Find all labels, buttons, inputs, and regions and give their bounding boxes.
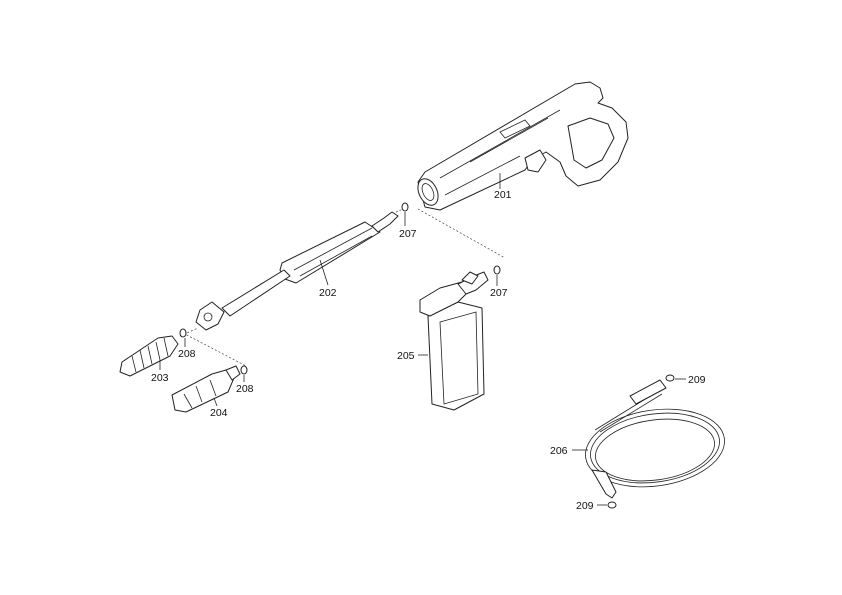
- label-208-lance: 208: [236, 383, 254, 395]
- label-208-nozzle: 208: [178, 348, 196, 360]
- label-203: 203: [151, 372, 169, 384]
- label-202: 202: [319, 287, 337, 299]
- adjustable-nozzle-part-204: [171, 365, 241, 413]
- hose-part-206: [572, 379, 725, 499]
- o-rings: [179, 202, 686, 509]
- detergent-bottle-part-205: [418, 271, 489, 411]
- label-205: 205: [397, 350, 415, 362]
- spray-gun-part-201: [417, 81, 629, 211]
- label-209-bottom: 209: [576, 500, 594, 512]
- label-209-top: 209: [688, 374, 706, 386]
- rotary-nozzle-part-203: [119, 335, 179, 377]
- label-207-bottle: 207: [490, 287, 508, 299]
- label-207-gun: 207: [399, 228, 417, 240]
- lance-part-202: [195, 211, 399, 331]
- label-204: 204: [210, 407, 228, 419]
- label-206: 206: [550, 445, 568, 457]
- assembly-dashed-lines: [179, 207, 506, 367]
- label-201: 201: [494, 189, 512, 201]
